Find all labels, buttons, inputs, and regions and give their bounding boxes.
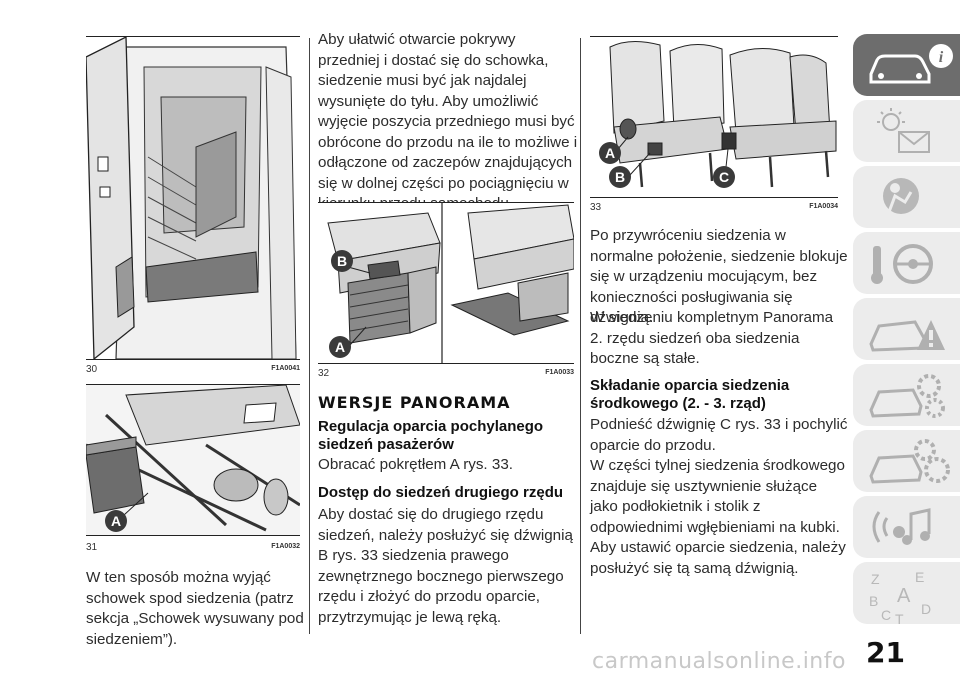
figure-30 — [86, 36, 300, 360]
safety-airbag-icon — [883, 178, 919, 214]
sidebar-tab-multimedia[interactable] — [853, 496, 960, 558]
column-divider — [309, 38, 310, 634]
figure-code: F1A0032 — [271, 543, 300, 550]
index-letter: C — [881, 607, 891, 623]
callout-a-label: A — [111, 513, 121, 529]
index-letter: A — [897, 585, 911, 607]
figure-number: 33 — [590, 202, 602, 213]
subheading-fold: Składanie oparcia siedzenia środkowego (… — [590, 377, 790, 412]
figure-31-caption: 31 F1A0032 — [86, 542, 300, 553]
col3-paragraph-1: Po przywróceniu siedzenia w normalne poł… — [590, 227, 848, 326]
technical-data-icon — [869, 439, 950, 484]
col3-paragraph-4: W części tylnej siedzenia środkowego zna… — [590, 457, 846, 577]
index-letter: T — [895, 611, 904, 624]
col3-paragraph-2: W siedzeniu kompletnym Panorama 2. rzędu… — [590, 309, 834, 367]
callout-a-label: A — [605, 145, 615, 161]
figure-30-caption: 30 F1A0041 — [86, 364, 300, 375]
index-letter: E — [915, 569, 924, 585]
callout-b-label: B — [337, 253, 347, 269]
figure-number: 32 — [318, 368, 330, 379]
dashboard-lights-icon — [877, 108, 930, 153]
figure-number: 30 — [86, 364, 98, 375]
callout-b-label: B — [615, 169, 625, 185]
figure-code: F1A0041 — [271, 365, 300, 372]
column-divider — [580, 38, 581, 634]
watermark: carmanualsonline.info — [592, 649, 846, 674]
index-letter: Z — [871, 571, 880, 587]
figure-32: B A — [318, 202, 574, 364]
starting-driving-icon — [871, 244, 933, 284]
figure-number: 31 — [86, 542, 98, 553]
sidebar-tab-technical-data[interactable] — [853, 430, 960, 492]
col2-paragraph-2: Obracać pokrętłem A rys. 33. — [318, 456, 513, 473]
subheading-recline: Regulacja oparcia pochylanego siedzeń pa… — [318, 418, 544, 453]
figure-code: F1A0034 — [809, 203, 838, 210]
figure-31: A — [86, 384, 300, 536]
sidebar-tab-car-info[interactable]: i — [853, 34, 960, 96]
figure-32-caption: 32 F1A0033 — [318, 368, 574, 379]
sidebar-tab-index[interactable]: Z E B A C T D — [853, 562, 960, 624]
col2-paragraph-1: Aby ułatwić otwarcie pokrywy przedniej i… — [318, 31, 578, 212]
maintenance-icon — [869, 374, 945, 418]
callout-a-label: A — [335, 339, 345, 355]
index-icon: Z E B A C T D — [869, 569, 931, 624]
index-letter: D — [921, 601, 931, 617]
car-info-icon: i — [869, 44, 953, 84]
emergency-icon — [869, 320, 945, 352]
col1-paragraph: W ten sposób można wyjąć schowek spod si… — [86, 569, 304, 648]
sidebar-tab-emergency[interactable] — [853, 298, 960, 360]
callout-c-label: C — [719, 169, 729, 185]
sidebar-tab-safety[interactable] — [853, 166, 960, 228]
index-letter: B — [869, 593, 878, 609]
col2-paragraph-3: Aby dostać się do drugiego rzędu siedzeń… — [318, 506, 573, 626]
sidebar-tab-dashboard-lights[interactable] — [853, 100, 960, 162]
figure-33: A B C — [590, 36, 838, 198]
page-number: 21 — [866, 636, 905, 669]
col3-paragraph-3: Podnieść dźwignię C rys. 33 i pochylić o… — [590, 416, 848, 454]
sidebar-tab-maintenance[interactable] — [853, 364, 960, 426]
figure-33-caption: 33 F1A0034 — [590, 202, 838, 213]
figure-code: F1A0033 — [545, 369, 574, 376]
svg-text:i: i — [939, 49, 944, 66]
multimedia-icon — [872, 508, 931, 545]
sidebar-tab-starting-driving[interactable] — [853, 232, 960, 294]
subheading-access: Dostęp do siedzeń drugiego rzędu — [318, 484, 564, 501]
section-heading: WERSJE PANORAMA — [318, 393, 511, 412]
